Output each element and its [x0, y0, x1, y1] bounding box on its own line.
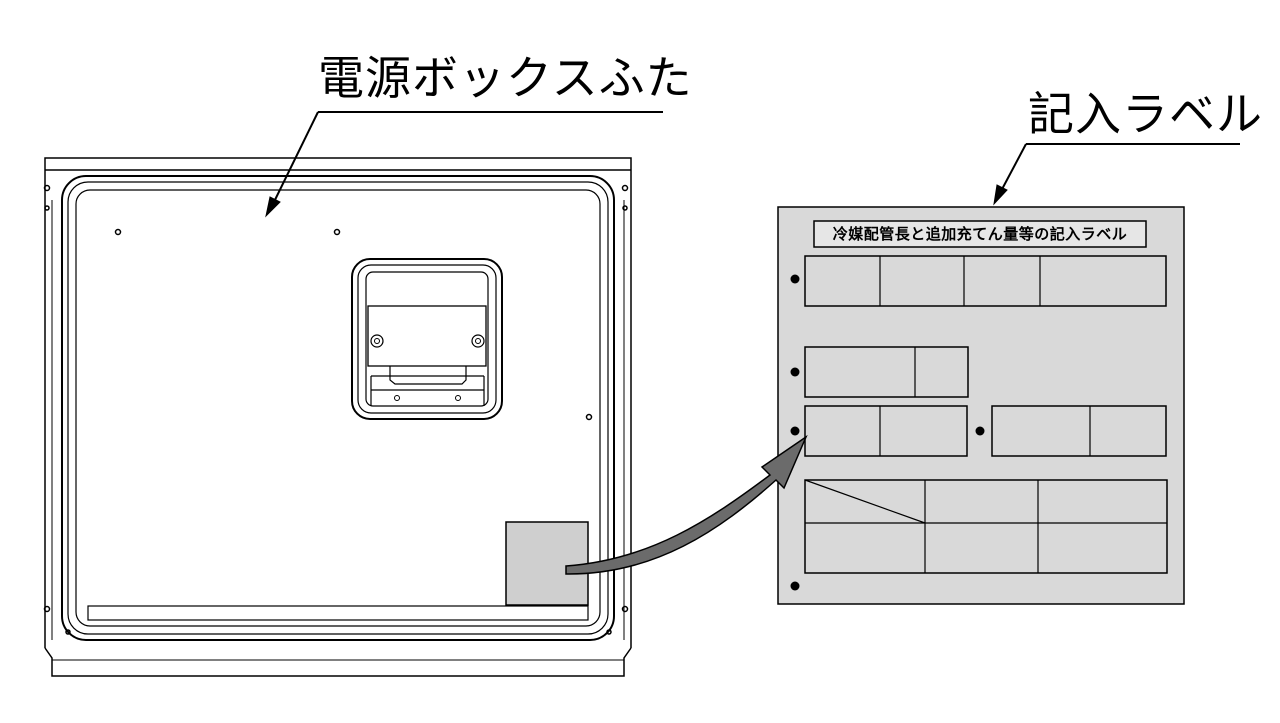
power-box-cover	[43, 157, 632, 677]
label-bullets	[790, 274, 985, 591]
entry-label-panel	[777, 206, 1185, 605]
label-header-box	[813, 220, 1147, 248]
power-box-cover-leader	[265, 111, 663, 218]
power-box-cover-title: 電源ボックスふた	[318, 51, 693, 105]
screw-right-icon	[471, 334, 485, 348]
entry-label-leader	[993, 143, 1240, 206]
screw-left-icon	[370, 334, 384, 348]
label-location-marker	[505, 521, 589, 606]
entry-label-title: 記入ラベル	[1028, 87, 1263, 141]
label-header-text: 冷媒配管長と追加充てん量等の記入ラベル	[832, 225, 1128, 243]
cover-window	[351, 258, 503, 420]
transfer-arrow-icon	[565, 434, 808, 575]
